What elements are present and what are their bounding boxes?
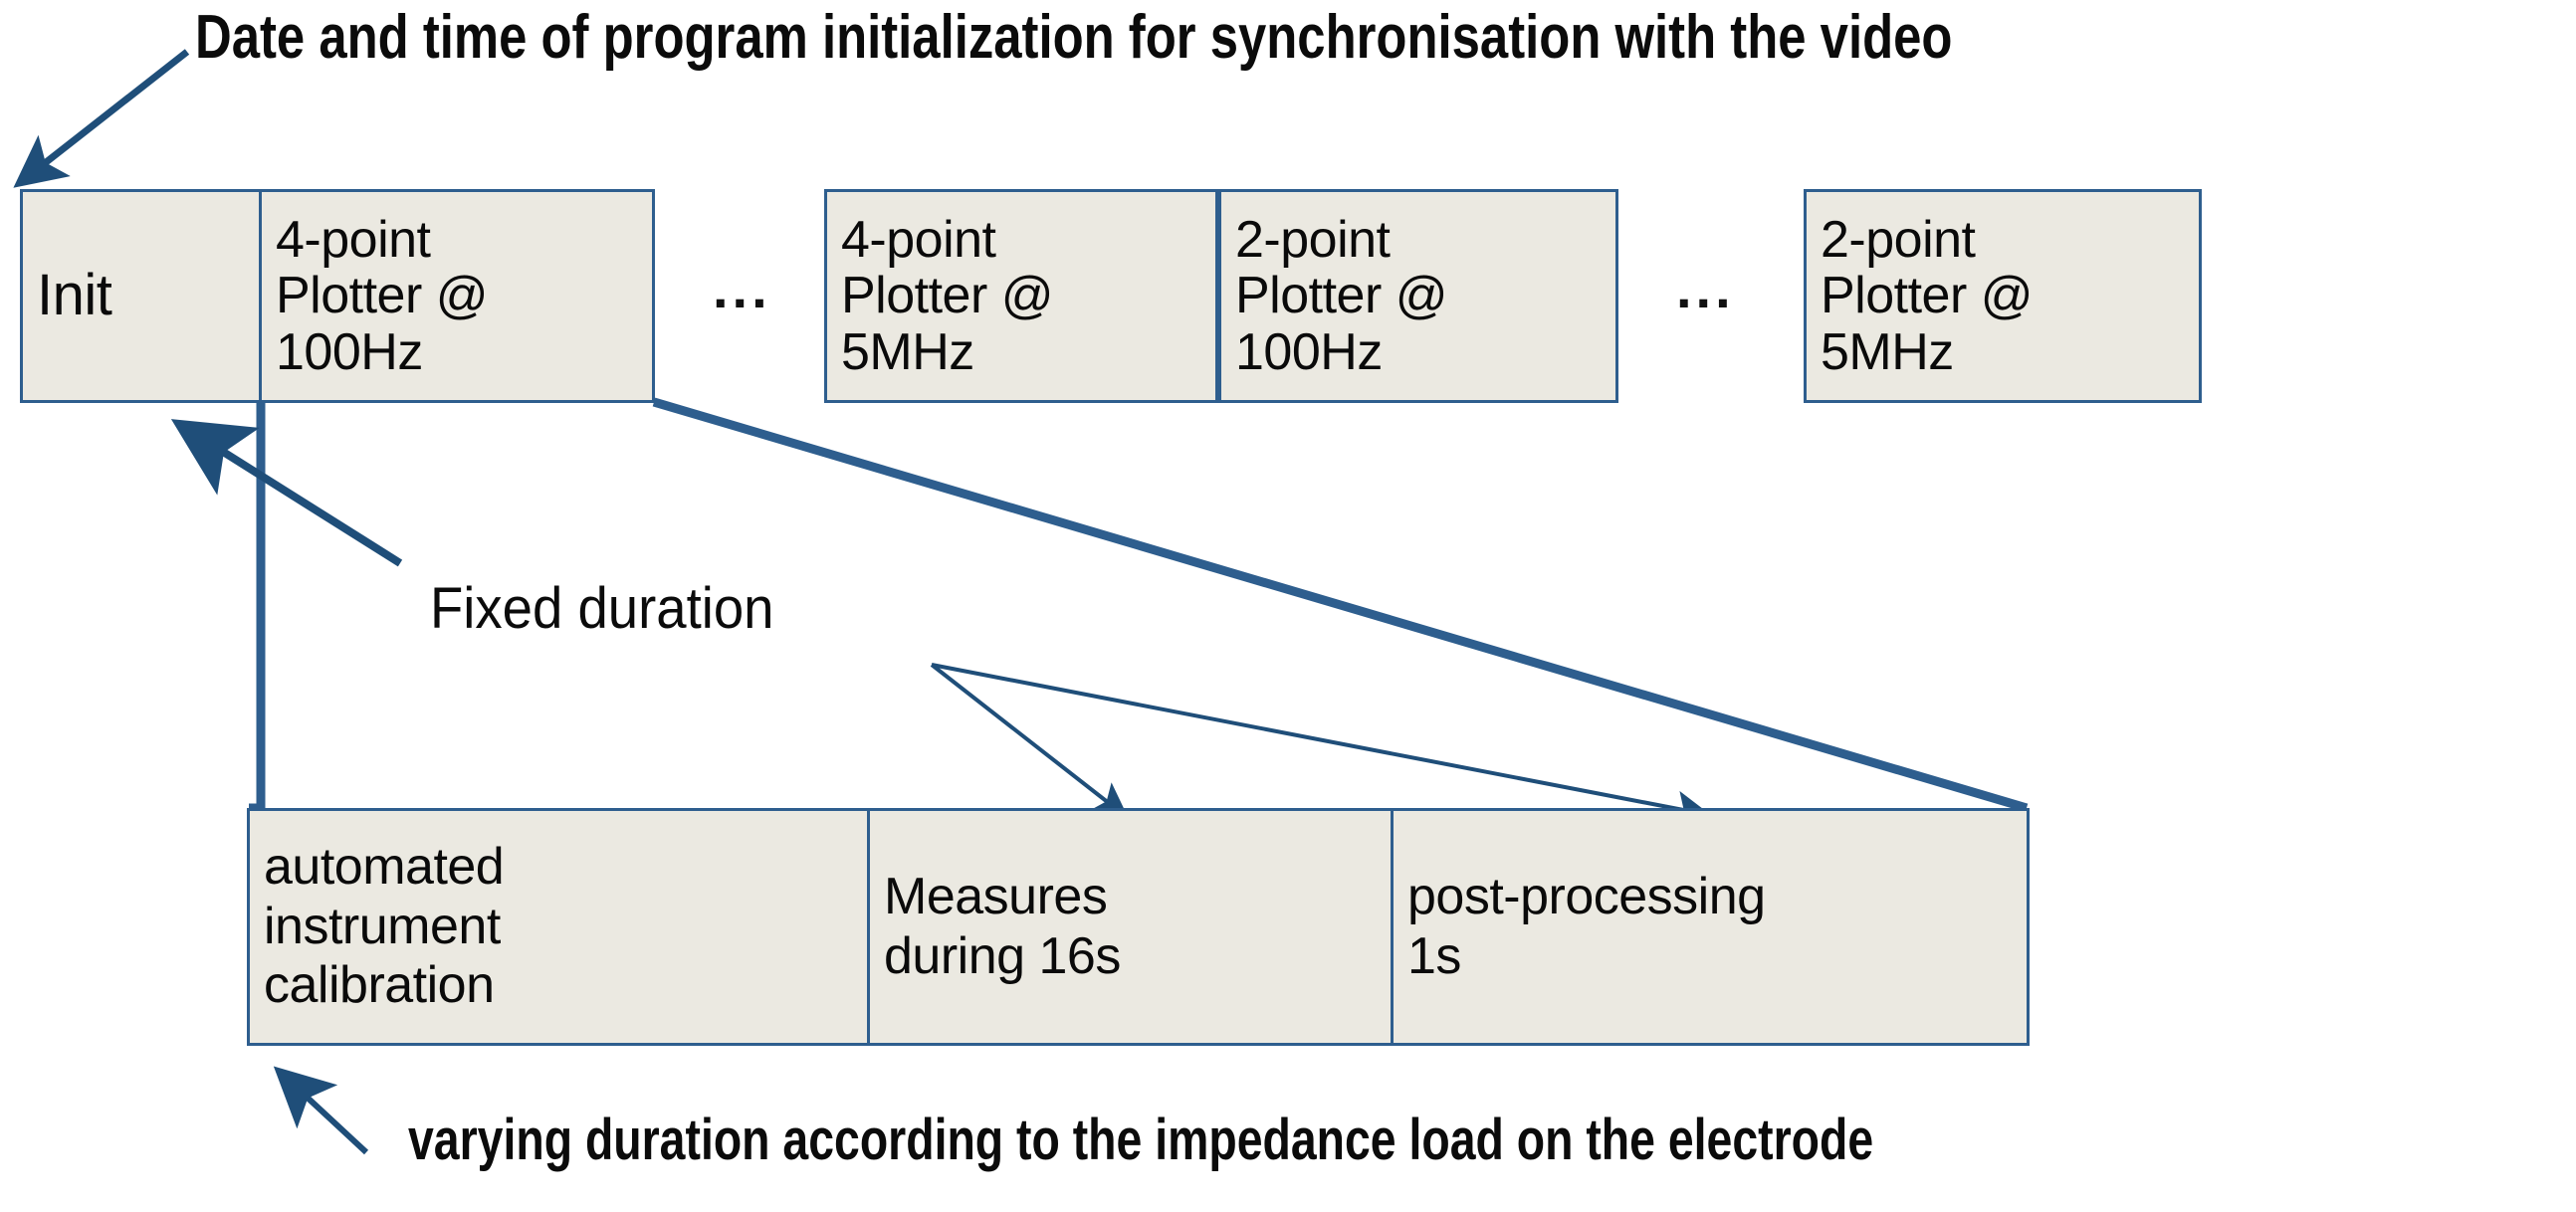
expansion-diagonal-line [652, 397, 2029, 813]
timeline-box-2point-100hz[interactable]: 2-point Plotter @ 100Hz [1218, 189, 1618, 403]
timeline-box-4point-5mhz[interactable]: 4-point Plotter @ 5MHz [824, 189, 1218, 403]
ellipsis-between-2point-boxes: ... [1676, 257, 1735, 319]
detail-box-measures[interactable]: Measures during 16s [867, 808, 1394, 1046]
timeline-box-init[interactable]: Init [20, 189, 262, 403]
varying-duration-pointer-arrow [273, 1066, 369, 1155]
expansion-vertical-line [249, 402, 266, 813]
varying-duration-note: varying duration according to the impeda… [408, 1108, 1874, 1172]
calibration-to-init-arrow [170, 419, 403, 567]
timeline-box-4point-5mhz-label: 4-point Plotter @ 5MHz [841, 211, 1054, 381]
title-pointer-arrow [13, 49, 190, 188]
detail-box-post-processing[interactable]: post-processing 1s [1391, 808, 2030, 1046]
ellipsis-between-4point-boxes: ... [713, 257, 771, 319]
title-note: Date and time of program initialization … [195, 3, 1953, 72]
timeline-box-2point-5mhz[interactable]: 2-point Plotter @ 5MHz [1804, 189, 2202, 403]
timeline-box-init-label: Init [37, 263, 112, 328]
timeline-box-2point-5mhz-label: 2-point Plotter @ 5MHz [1821, 211, 2034, 381]
timeline-box-2point-100hz-label: 2-point Plotter @ 100Hz [1235, 211, 1448, 381]
detail-box-measures-label: Measures during 16s [884, 867, 1121, 985]
timeline-box-4point-100hz-label: 4-point Plotter @ 100Hz [276, 211, 489, 381]
detail-box-calibration-label: automated instrument calibration [264, 837, 505, 1015]
detail-box-calibration[interactable]: automated instrument calibration [247, 808, 870, 1046]
fixed-duration-label: Fixed duration [430, 576, 774, 641]
fixed-duration-to-measures-arrow [930, 663, 1129, 819]
fixed-duration-to-postprocessing-arrow [931, 663, 1712, 827]
detail-box-post-processing-label: post-processing 1s [1407, 867, 1766, 985]
timeline-box-4point-100hz[interactable]: 4-point Plotter @ 100Hz [259, 189, 655, 403]
